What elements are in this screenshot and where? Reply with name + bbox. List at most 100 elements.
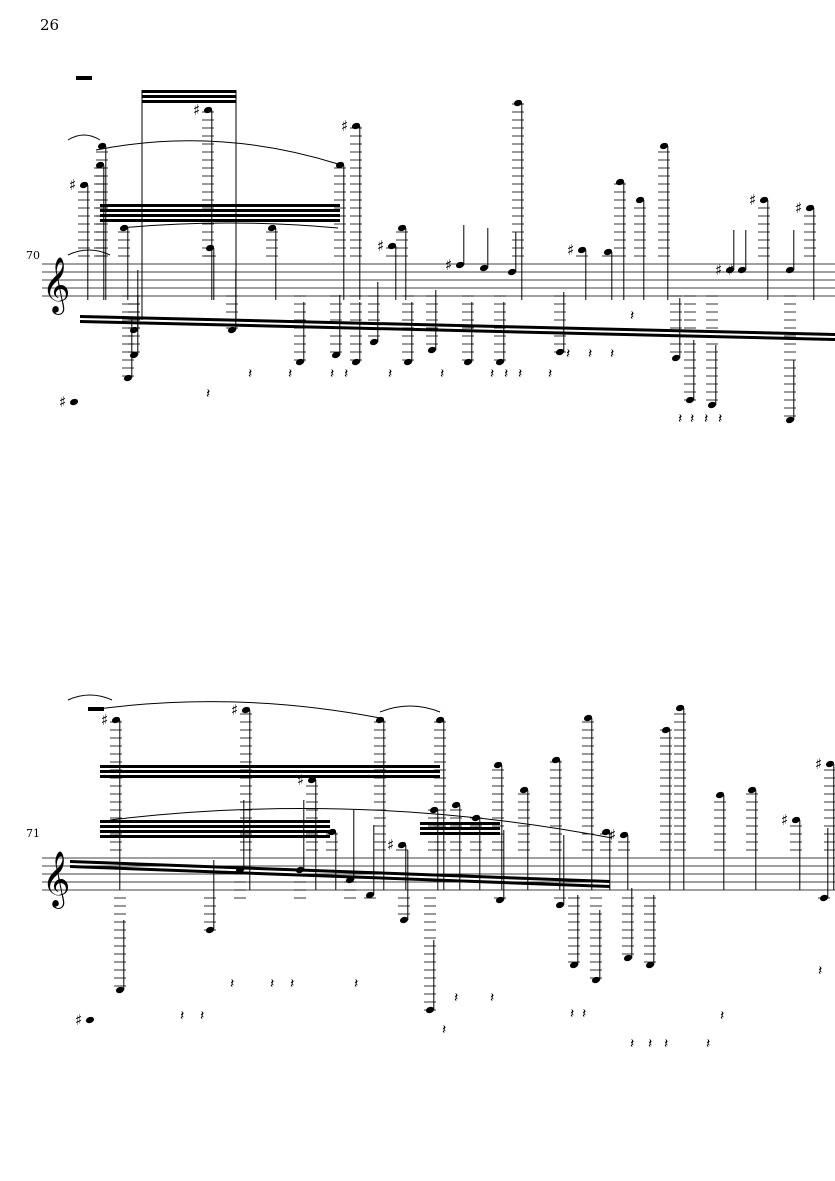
quarter-rest-icon: 𝄽 <box>690 411 694 427</box>
beam <box>80 315 835 336</box>
notehead <box>387 242 397 250</box>
quarter-rest-icon: 𝄽 <box>610 346 614 362</box>
notehead <box>435 716 445 724</box>
slur <box>67 134 101 141</box>
notehead <box>331 351 341 359</box>
notehead <box>569 961 579 969</box>
sharp-icon: ♯ <box>795 199 802 217</box>
beam <box>100 820 330 823</box>
notehead <box>513 99 523 107</box>
notehead <box>451 801 461 809</box>
sharp-icon: ♯ <box>567 241 574 259</box>
page-number: 26 <box>40 16 60 34</box>
sharp-icon: ♯ <box>101 711 108 729</box>
sharp-icon: ♯ <box>715 261 722 279</box>
quarter-rest-icon: 𝄽 <box>344 366 348 382</box>
notehead <box>227 326 237 334</box>
beam <box>100 835 330 838</box>
measure-number-71: 71 <box>26 827 40 840</box>
quarter-rest-icon: 𝄽 <box>582 1006 586 1022</box>
slur <box>89 701 381 719</box>
quarter-rest-icon: 𝄽 <box>664 1036 668 1052</box>
quarter-rest-icon: 𝄽 <box>230 976 234 992</box>
notehead <box>635 196 645 204</box>
treble-clef-icon: 𝄞 <box>42 851 70 909</box>
beam <box>100 209 340 212</box>
notehead <box>369 338 379 346</box>
notehead <box>427 346 437 354</box>
notehead <box>295 358 305 366</box>
quarter-rest-icon: 𝄽 <box>706 1036 710 1052</box>
notehead <box>615 178 625 186</box>
quarter-rest-icon: 𝄽 <box>648 1036 652 1052</box>
beam <box>100 214 340 217</box>
notehead <box>737 266 747 274</box>
quarter-rest-icon: 𝄽 <box>248 366 252 382</box>
notehead <box>555 901 565 909</box>
quarter-rest-icon: 𝄽 <box>630 1036 634 1052</box>
notehead <box>365 891 375 899</box>
notehead <box>119 224 129 232</box>
whole-rest-icon <box>76 76 92 80</box>
notehead <box>327 828 337 836</box>
notehead <box>785 416 795 424</box>
notehead <box>623 954 633 962</box>
notehead <box>583 714 593 722</box>
notehead <box>351 122 361 130</box>
notehead <box>455 261 465 269</box>
quarter-rest-icon: 𝄽 <box>630 308 634 324</box>
notehead <box>95 161 105 169</box>
quarter-rest-icon: 𝄽 <box>440 366 444 382</box>
measure-number-70: 70 <box>26 249 40 262</box>
notehead <box>507 268 517 276</box>
notehead <box>111 716 121 724</box>
notehead <box>747 786 757 794</box>
notehead <box>397 224 407 232</box>
notehead <box>351 358 361 366</box>
notehead <box>519 786 529 794</box>
notehead <box>97 142 107 150</box>
sharp-icon: ♯ <box>297 771 304 789</box>
notehead <box>203 106 213 114</box>
slur <box>67 694 113 701</box>
notehead <box>479 264 489 272</box>
sharp-icon: ♯ <box>59 393 66 411</box>
sharp-icon: ♯ <box>609 826 616 844</box>
sharp-icon: ♯ <box>387 836 394 854</box>
notehead <box>375 716 385 724</box>
notehead <box>399 916 409 924</box>
sharp-icon: ♯ <box>445 256 452 274</box>
notehead <box>403 358 413 366</box>
beam <box>100 770 440 773</box>
sharp-icon: ♯ <box>781 811 788 829</box>
sharp-icon: ♯ <box>341 117 348 135</box>
beam <box>70 860 610 883</box>
quarter-rest-icon: 𝄽 <box>570 1006 574 1022</box>
slur <box>109 807 613 839</box>
sharp-icon: ♯ <box>815 755 822 773</box>
notehead <box>671 354 681 362</box>
notehead <box>591 976 601 984</box>
notehead <box>79 181 89 189</box>
slur <box>379 705 441 713</box>
notehead <box>123 374 133 382</box>
notehead <box>495 896 505 904</box>
sharp-icon: ♯ <box>749 191 756 209</box>
quarter-rest-icon: 𝄽 <box>678 411 682 427</box>
quarter-rest-icon: 𝄽 <box>548 366 552 382</box>
beam <box>100 830 330 833</box>
notehead <box>295 866 305 874</box>
slur <box>67 249 111 256</box>
quarter-rest-icon: 𝄽 <box>206 386 210 402</box>
notehead <box>205 244 215 252</box>
beam <box>100 204 340 207</box>
notehead <box>715 791 725 799</box>
beam <box>100 825 330 828</box>
notehead <box>725 266 735 274</box>
notehead <box>307 776 317 784</box>
quarter-rest-icon: 𝄽 <box>288 366 292 382</box>
notehead <box>85 1016 95 1024</box>
notehead <box>785 266 795 274</box>
sharp-icon: ♯ <box>377 237 384 255</box>
